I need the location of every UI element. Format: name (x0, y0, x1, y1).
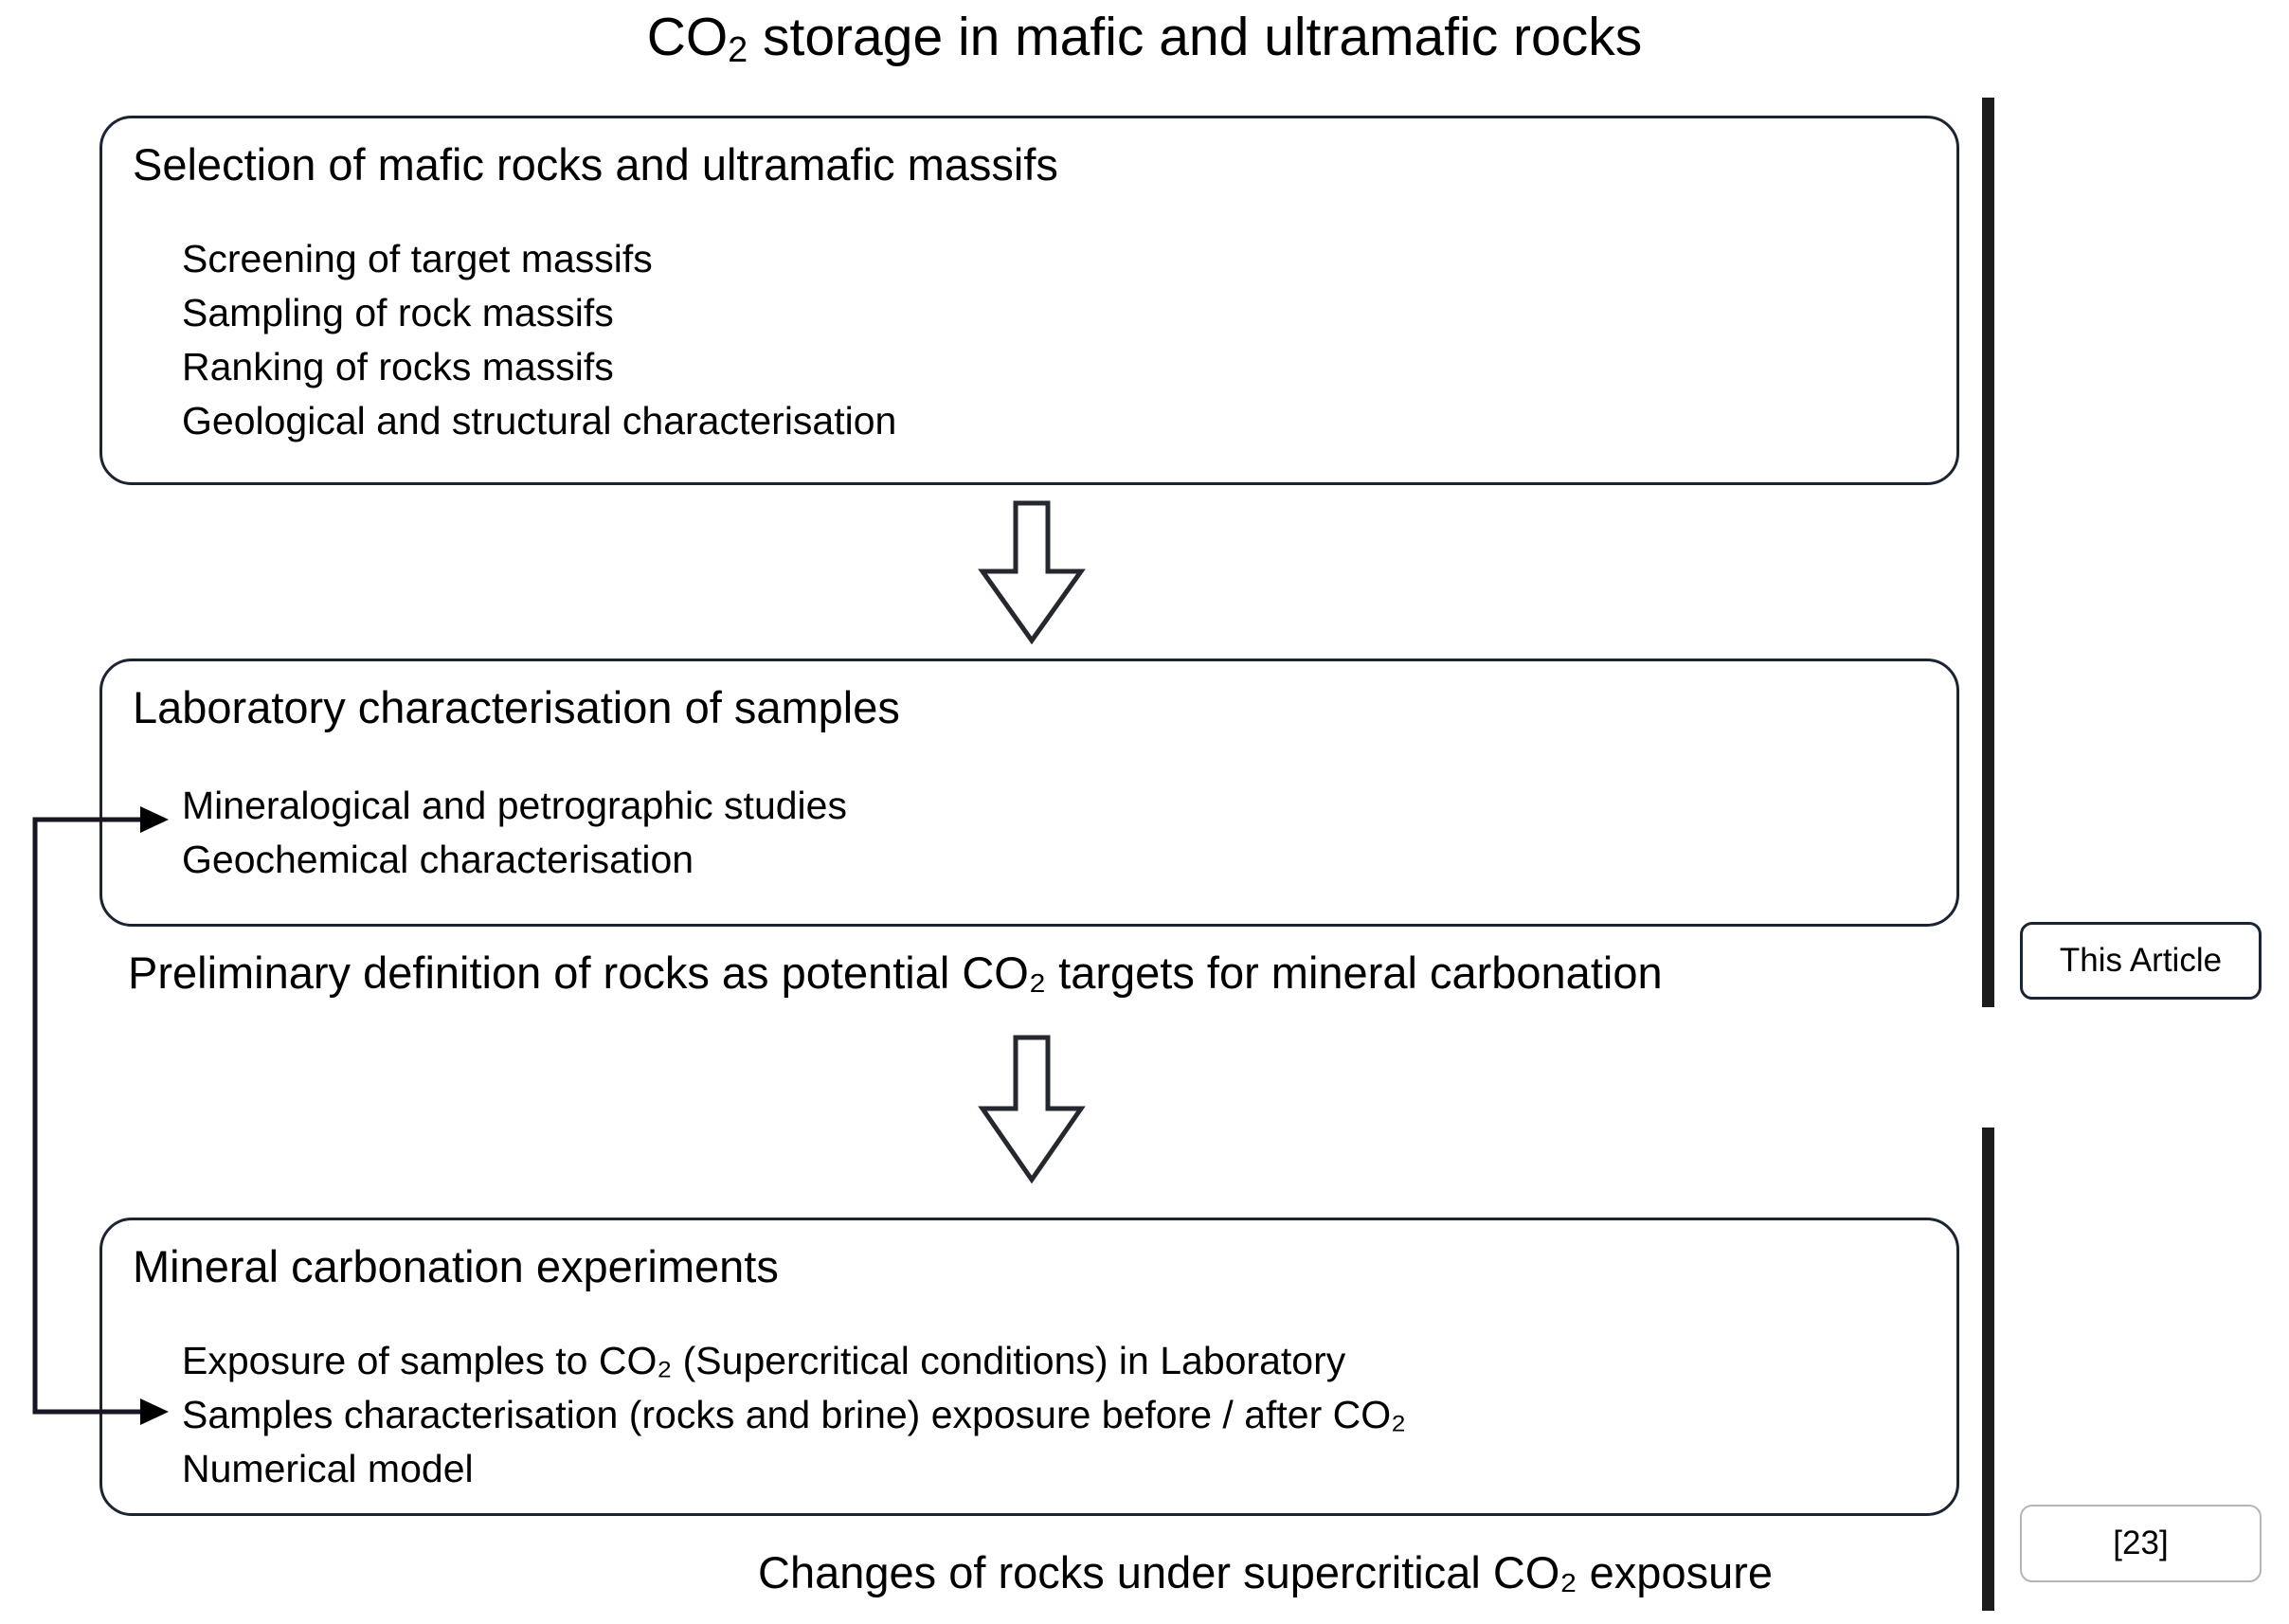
down-block-arrow-icon (978, 500, 1086, 645)
scope-bar-reference-23 (1982, 1128, 1994, 1611)
feedback-arrow-icon (32, 806, 169, 1425)
page-title-subscript: 2 (728, 28, 748, 69)
stage-list-item: Samples characterisation (rocks and brin… (182, 1393, 1407, 1436)
page-title: CO2 storage in mafic and ultramafic rock… (0, 8, 2289, 69)
outcome-changes-of-rocks: Changes of rocks under supercritical CO₂… (758, 1547, 1774, 1597)
stage-list-item: Screening of target massifs (182, 237, 653, 280)
legend-reference-23[interactable]: [23] (2020, 1505, 2262, 1582)
stage-heading-laboratory: Laboratory characterisation of samples (133, 682, 900, 732)
down-block-arrow-icon (978, 1035, 1086, 1184)
stage-list-item: Geological and structural characterisati… (182, 399, 897, 442)
page-title-suffix: storage in mafic and ultramafic rocks (748, 7, 1643, 67)
page-title-prefix: CO (646, 7, 729, 67)
stage-box-laboratory (99, 659, 1959, 927)
stage-list-item: Exposure of samples to CO₂ (Supercritica… (182, 1339, 1346, 1382)
stage-box-selection (99, 116, 1959, 485)
flow-arrow-laboratory-to-carbonation (974, 1035, 1090, 1184)
outcome-preliminary-definition: Preliminary definition of rocks as poten… (128, 947, 1663, 998)
scope-bar-this-article (1982, 98, 1994, 1007)
stage-list-selection: Screening of target massifs Sampling of … (182, 232, 896, 448)
flow-arrow-selection-to-laboratory (974, 500, 1090, 645)
stage-list-item: Mineralogical and petrographic studies (182, 784, 847, 827)
stage-heading-carbonation: Mineral carbonation experiments (133, 1241, 779, 1291)
stage-list-item: Sampling of rock massifs (182, 291, 614, 334)
stage-list-item: Ranking of rocks massifs (182, 345, 614, 388)
stage-list-laboratory: Mineralogical and petrographic studies G… (182, 779, 847, 887)
stage-list-carbonation: Exposure of samples to CO₂ (Supercritica… (182, 1334, 1406, 1496)
stage-list-item: Numerical model (182, 1447, 474, 1490)
feedback-loop-experiments-to-laboratory (0, 796, 208, 1440)
stage-box-carbonation (99, 1218, 1959, 1516)
stage-heading-selection: Selection of mafic rocks and ultramafic … (133, 139, 1058, 189)
legend-this-article[interactable]: This Article (2020, 922, 2262, 1000)
stage-list-item: Geochemical characterisation (182, 838, 694, 881)
